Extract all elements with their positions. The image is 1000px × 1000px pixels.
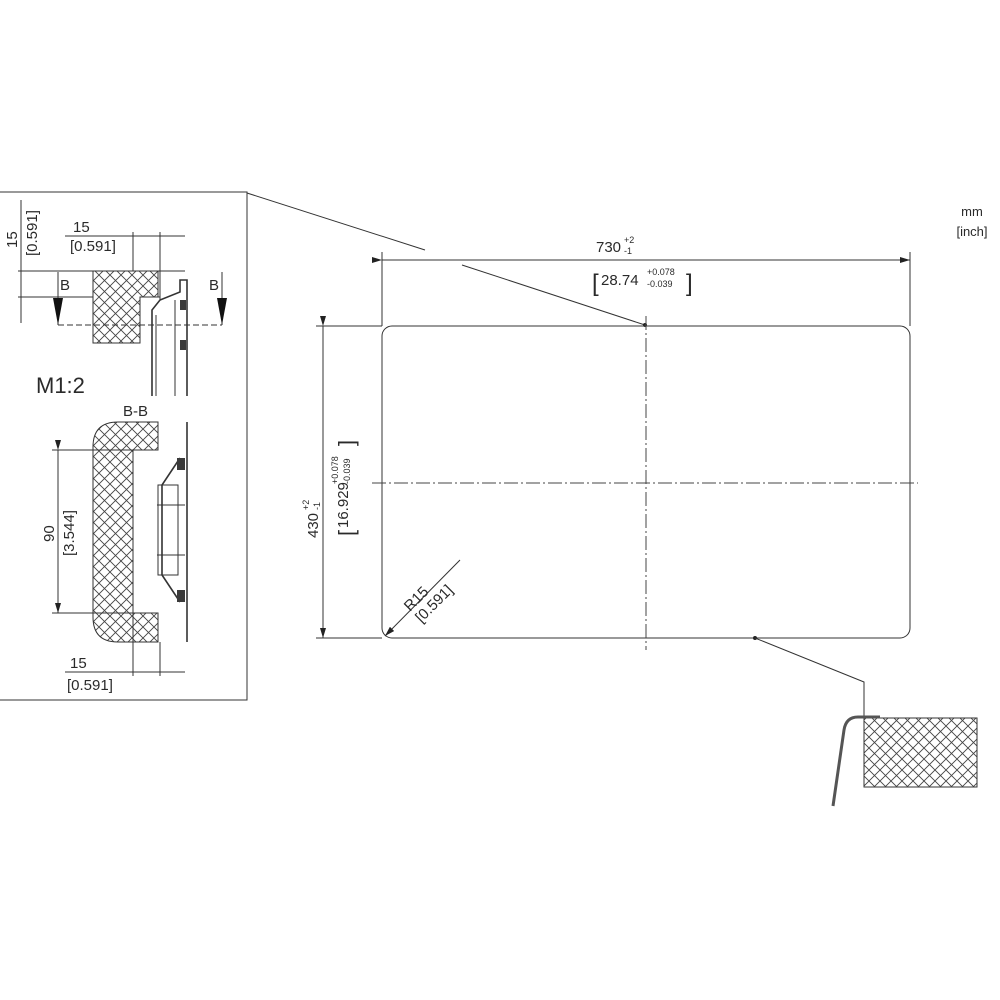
detail-leader	[246, 192, 426, 251]
radius-text: R15 [0.591]	[401, 582, 457, 626]
svg-text:-0.039: -0.039	[647, 279, 673, 289]
svg-text:[inch]: [inch]	[956, 224, 987, 239]
svg-text:430: 430	[305, 513, 322, 538]
main-view: 730 +2 -1 [ 28.74 +0.078 -0.039 ] 430 +2…	[301, 235, 918, 650]
dim-text: 15	[4, 231, 21, 248]
svg-text:[: [	[334, 530, 359, 536]
svg-text:+0.078: +0.078	[647, 267, 675, 277]
svg-text:+0.078: +0.078	[330, 456, 340, 484]
scale-label: M1:2	[36, 373, 85, 398]
dim-text: [0.591]	[24, 210, 41, 256]
section-arrow-icon	[53, 298, 63, 325]
installation-detail	[753, 636, 978, 807]
bracket: ]	[686, 270, 693, 297]
dim-text: [3.544]	[61, 510, 78, 556]
detail-view: 15 [0.591] 15 [0.591] B B M1:2 B-B	[0, 191, 248, 701]
svg-text:-0.039: -0.039	[342, 458, 352, 484]
section-arrow-icon	[217, 298, 227, 325]
svg-text:-1: -1	[312, 502, 322, 510]
units-label: mm [inch]	[956, 204, 987, 239]
dim-text: 90	[41, 525, 58, 542]
sink-rim	[831, 715, 880, 807]
countertop-section	[92, 270, 159, 344]
svg-text:+2: +2	[624, 235, 634, 245]
dim-text: [0.591]	[67, 677, 113, 694]
dim-text: 15	[70, 655, 87, 672]
height-dim-text: 430 +2 -1	[301, 500, 322, 538]
svg-text:+2: +2	[301, 500, 311, 510]
clip-mechanism-bb	[161, 457, 181, 603]
svg-text:28.74: 28.74	[601, 272, 639, 289]
svg-text:-1: -1	[624, 246, 632, 256]
svg-text:730: 730	[596, 239, 621, 256]
clip-mechanism	[151, 279, 188, 396]
svg-text:16.929: 16.929	[335, 482, 352, 528]
svg-text:mm: mm	[961, 204, 983, 219]
bracket: [	[592, 270, 599, 297]
section-title: B-B	[123, 403, 148, 420]
svg-text:]: ]	[334, 440, 359, 446]
width-dim-text: 730 +2 -1 [ 28.74 +0.078 -0.039 ]	[592, 235, 693, 297]
countertop-section-bb	[92, 421, 159, 643]
detail-frame	[0, 191, 248, 701]
section-marker-label: B	[60, 277, 70, 294]
countertop-section	[863, 717, 978, 788]
section-marker-label: B	[209, 277, 219, 294]
dim-text: [0.591]	[70, 238, 116, 255]
dim-text: 15	[73, 219, 90, 236]
radius-leader	[384, 559, 461, 637]
